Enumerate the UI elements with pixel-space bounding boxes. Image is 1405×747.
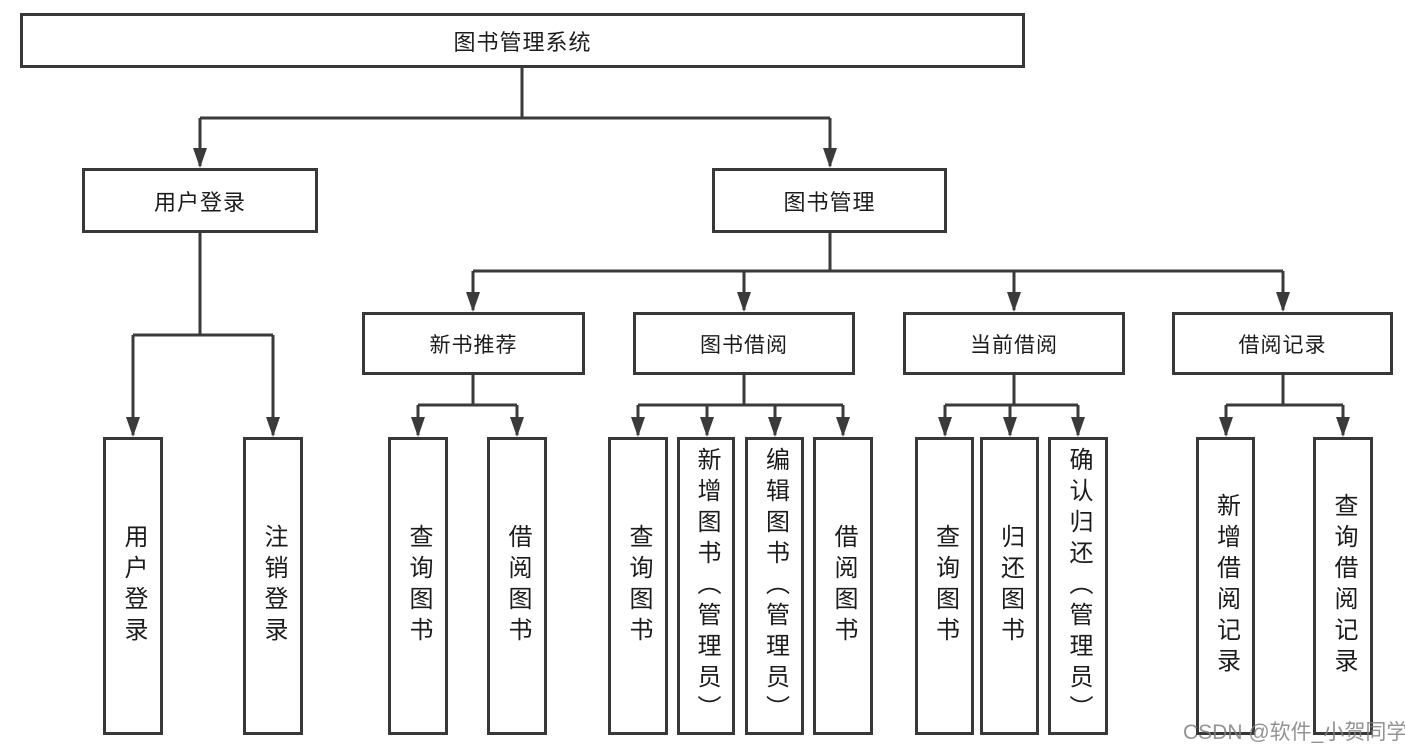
leaf-logout-login: 注销登录 bbox=[243, 437, 303, 735]
leaf-label: 注销登录 bbox=[260, 524, 287, 648]
node-label: 图书管理 bbox=[783, 189, 876, 215]
node-label: 当前借阅 bbox=[970, 333, 1058, 357]
leaf-label: 查询图书 bbox=[625, 524, 652, 648]
leaf-borrow-book: 借阅图书 bbox=[813, 437, 873, 735]
leaf-label: 新增图书（管理员） bbox=[693, 446, 720, 726]
leaf-return-book: 归还图书 bbox=[980, 437, 1039, 735]
node-label: 用户登录 bbox=[153, 189, 246, 215]
leaf-add-borrow-record: 新增借阅记录 bbox=[1196, 437, 1255, 735]
node-label: 图书借阅 bbox=[700, 333, 788, 357]
leaf-label: 查询图书 bbox=[931, 524, 959, 648]
leaf-label: 查询借阅记录 bbox=[1330, 493, 1357, 679]
leaf-label: 确认归还（管理员） bbox=[1065, 446, 1092, 726]
node-label: 借阅记录 bbox=[1238, 333, 1327, 357]
leaf-label: 用户登录 bbox=[120, 524, 147, 648]
node-label: 新书推荐 bbox=[429, 333, 518, 357]
node-current-borrow: 当前借阅 bbox=[903, 312, 1125, 375]
node-borrow-record: 借阅记录 bbox=[1172, 312, 1393, 375]
node-label: 图书管理系统 bbox=[453, 29, 592, 55]
leaf-label: 查询图书 bbox=[405, 524, 432, 648]
leaf-user-login: 用户登录 bbox=[103, 437, 163, 735]
leaf-confirm-return-admin: 确认归还（管理员） bbox=[1048, 437, 1108, 735]
leaf-query-book-current: 查询图书 bbox=[915, 437, 974, 735]
node-user-login: 用户登录 bbox=[82, 168, 318, 233]
node-book-management: 图书管理 bbox=[712, 168, 947, 233]
leaf-label: 借阅图书 bbox=[504, 524, 531, 648]
node-book-borrow: 图书借阅 bbox=[633, 312, 855, 375]
leaf-borrow-book-recommend: 借阅图书 bbox=[487, 437, 547, 735]
node-book-management-system: 图书管理系统 bbox=[20, 13, 1025, 68]
leaf-label: 新增借阅记录 bbox=[1212, 493, 1240, 679]
node-new-book-recommend: 新书推荐 bbox=[362, 312, 585, 375]
leaf-label: 借阅图书 bbox=[830, 524, 857, 648]
leaf-label: 归还图书 bbox=[996, 524, 1024, 648]
watermark: CSDN @软件_小贺同学 bbox=[1183, 721, 1405, 744]
leaf-add-book-admin: 新增图书（管理员） bbox=[677, 437, 735, 735]
leaf-edit-book-admin: 编辑图书（管理员） bbox=[745, 437, 804, 735]
leaf-query-book-recommend: 查询图书 bbox=[388, 437, 448, 735]
leaf-label: 编辑图书（管理员） bbox=[761, 446, 789, 726]
leaf-query-book-borrow: 查询图书 bbox=[608, 437, 668, 735]
leaf-query-borrow-record: 查询借阅记录 bbox=[1313, 437, 1373, 735]
